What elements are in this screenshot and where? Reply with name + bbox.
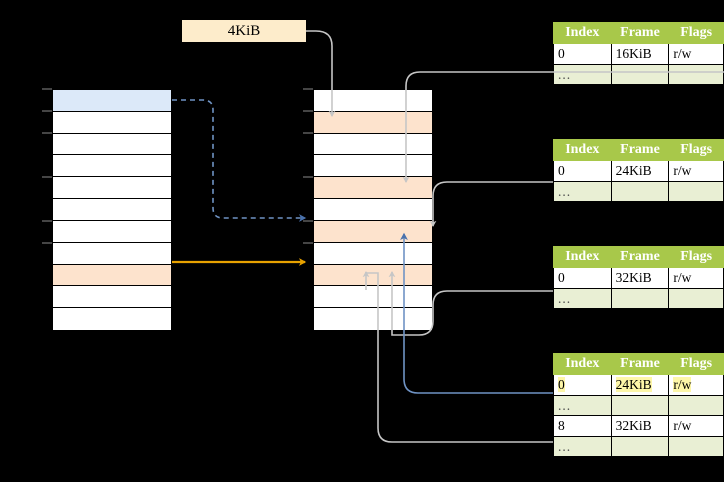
memory-row [314, 308, 432, 330]
cell-frame [610, 435, 670, 457]
column-header-flags: Flags [668, 139, 724, 161]
highlighted-value: 24KiB [615, 377, 652, 392]
page-table-ellipsis-row: ... [553, 180, 724, 202]
memory-row [314, 155, 432, 178]
memory-row [314, 242, 432, 265]
cell-flags [668, 287, 724, 309]
wire-vaddr-dashed [172, 99, 307, 222]
cell-frame [610, 394, 670, 416]
cell-index: 8 [553, 415, 612, 437]
cell-frame [610, 287, 670, 309]
page-table-ellipsis-row: ... [553, 435, 724, 457]
memory-row [53, 155, 171, 178]
column-header-flags: Flags [668, 353, 724, 375]
cell-index: ... [553, 394, 612, 416]
column-header-index: Index [553, 353, 612, 375]
memory-row [314, 90, 432, 112]
cell-index: 0 [553, 374, 612, 396]
memory-row [53, 286, 171, 309]
cell-frame [610, 180, 670, 202]
middle-table-ticks [303, 88, 313, 244]
memory-row [314, 286, 432, 309]
cell-flags: r/w [668, 267, 724, 289]
column-header-index: Index [553, 22, 612, 44]
cell-index: ... [553, 180, 612, 202]
page-table-row: 0 24KiB r/w [553, 374, 724, 396]
highlighted-value: r/w [673, 377, 692, 392]
cell-frame: 32KiB [610, 267, 670, 289]
memory-row [314, 220, 432, 243]
cell-index: 0 [553, 43, 612, 65]
cell-flags: r/w [668, 415, 724, 437]
column-header-frame: Frame [610, 353, 670, 375]
cell-frame: 24KiB [610, 374, 670, 396]
physical-address-space-table [313, 89, 433, 331]
cell-flags [668, 63, 724, 85]
memory-row [53, 220, 171, 243]
memory-row [53, 264, 171, 287]
cell-index: ... [553, 435, 612, 457]
wire-pt2-to-frame [429, 181, 553, 228]
cell-frame [610, 63, 670, 85]
page-table-ellipsis-row: ... [553, 287, 724, 309]
column-header-frame: Frame [610, 139, 670, 161]
memory-row [53, 111, 171, 134]
cell-frame: 32KiB [610, 415, 670, 437]
cell-index: 0 [553, 160, 612, 182]
memory-row [53, 199, 171, 221]
cell-flags [668, 394, 724, 416]
cell-flags [668, 180, 724, 202]
column-header-index: Index [553, 246, 612, 268]
column-header-frame: Frame [610, 22, 670, 44]
memory-row [53, 242, 171, 265]
cell-flags: r/w [668, 374, 724, 396]
column-header-flags: Flags [668, 22, 724, 44]
memory-row [53, 177, 171, 200]
page-size-label: 4KiB [182, 20, 306, 42]
cell-flags: r/w [668, 160, 724, 182]
memory-row [314, 133, 432, 156]
cell-frame: 16KiB [610, 43, 670, 65]
column-header-index: Index [553, 139, 612, 161]
memory-row [53, 90, 171, 112]
memory-row [314, 177, 432, 200]
page-table-ellipsis-row: ... [553, 63, 724, 85]
cell-index: ... [553, 287, 612, 309]
cell-flags [668, 435, 724, 457]
left-table-ticks [42, 88, 52, 244]
memory-row [53, 308, 171, 330]
virtual-address-space-table [52, 89, 172, 331]
cell-flags: r/w [668, 43, 724, 65]
memory-row [314, 111, 432, 134]
memory-row [314, 264, 432, 287]
memory-row [314, 199, 432, 221]
cell-index: 0 [553, 267, 612, 289]
cell-frame: 24KiB [610, 160, 670, 182]
column-header-flags: Flags [668, 246, 724, 268]
highlighted-value: 0 [558, 377, 565, 392]
column-header-frame: Frame [610, 246, 670, 268]
page-table-ellipsis-row: ... [553, 394, 724, 416]
memory-row [53, 133, 171, 156]
cell-index: ... [553, 63, 612, 85]
